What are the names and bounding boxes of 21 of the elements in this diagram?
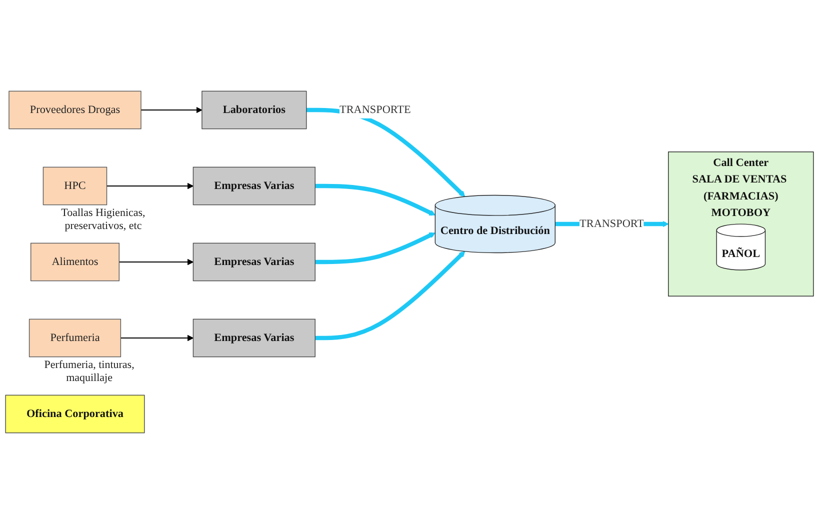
node-box: Empresas Varias [192,318,316,358]
edge-label: TRANSPORTE [340,104,411,116]
arrow [120,334,194,342]
arrow [315,232,436,264]
arrow [315,184,436,216]
node-box: Alimentos [30,242,120,282]
arrow [306,108,466,197]
node-box: Oficina Corporativa [5,394,145,434]
arrow [141,106,202,114]
node-box: HPC [42,166,108,206]
edge-label: TRANSPORT [580,218,644,230]
node-box: Perfumeria [28,318,122,358]
node-box: Laboratorios [202,90,307,130]
node-note: Perfumeria, tinturas, maquillaje [43,358,136,386]
arrow [106,182,194,190]
node-note: Toallas Higienicas, preservativos, etc [60,206,146,234]
node-box: Empresas Varias [192,166,316,206]
arrow [315,251,466,340]
node-box: Proveedores Drogas [8,90,142,130]
node-box: Empresas Varias [192,242,316,282]
arrow [119,258,194,266]
